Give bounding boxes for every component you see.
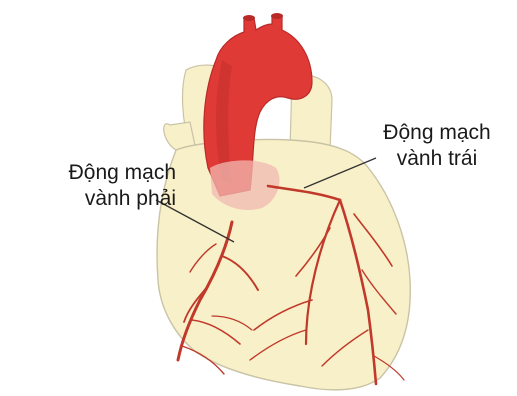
aorta-branch-1: [243, 15, 255, 21]
label-right-coronary-line2: vành phải: [8, 186, 176, 212]
label-left-coronary-line2: vành trái: [362, 146, 512, 172]
label-right-coronary-artery: Động mạch vành phải: [8, 160, 176, 212]
label-left-coronary-artery: Động mạch vành trái: [362, 120, 512, 172]
aorta-branch-2: [271, 13, 283, 19]
label-left-coronary-line1: Động mạch: [362, 120, 512, 146]
label-right-coronary-line1: Động mạch: [8, 160, 176, 186]
